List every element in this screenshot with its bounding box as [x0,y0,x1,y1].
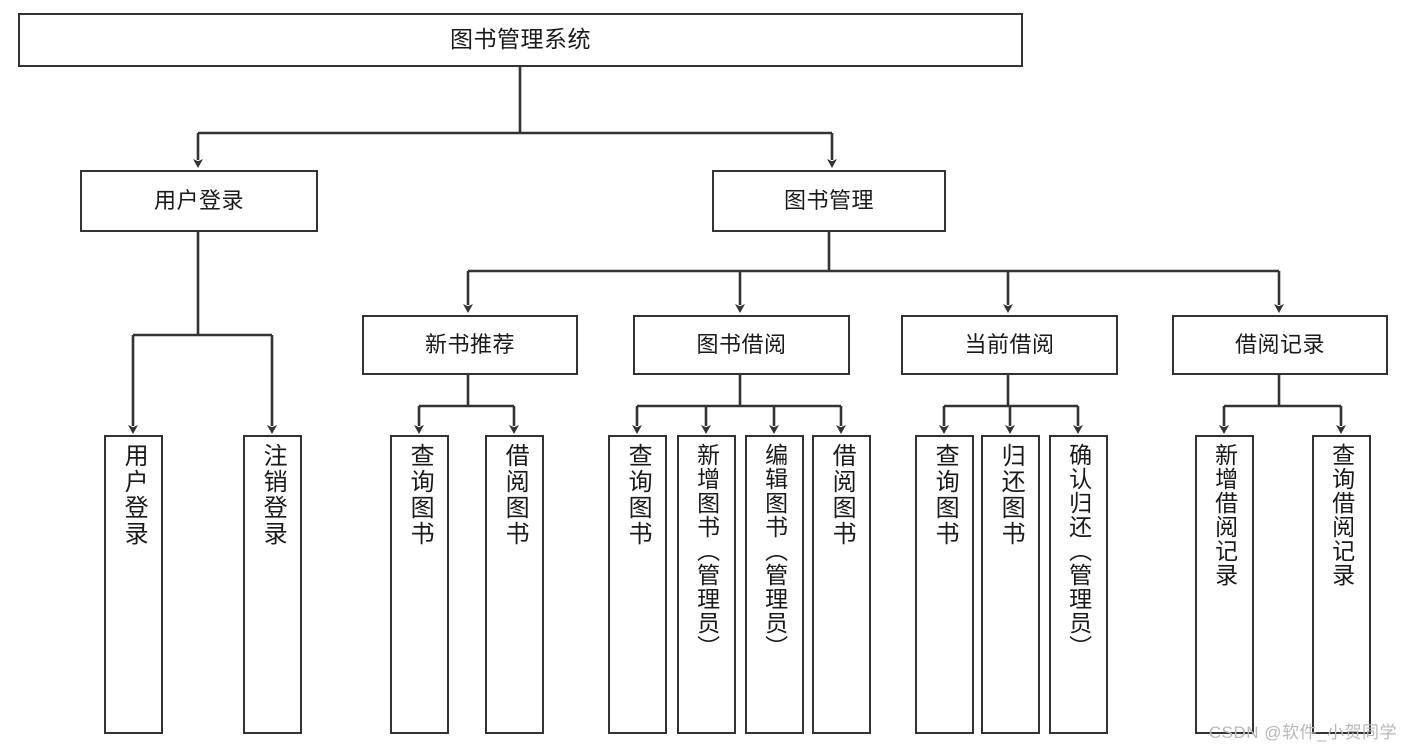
node-leaf-query-book-2[interactable]: 查询图书 [608,435,667,734]
node-leaf-add-book[interactable]: 新增图书（管理员） [677,435,736,734]
node-user-login-label: 用户登录 [153,187,244,213]
node-book-manage[interactable]: 图书管理 [712,170,946,232]
node-leaf-query-book-3-label: 查询图书 [931,443,959,547]
node-root-label: 图书管理系统 [450,26,591,53]
node-leaf-query-book-3[interactable]: 查询图书 [915,435,974,734]
node-leaf-borrow-book-1-label: 借阅图书 [501,443,529,547]
node-book-borrow-label: 图书借阅 [696,331,787,357]
node-leaf-user-login[interactable]: 用户登录 [104,435,163,734]
node-borrow-record[interactable]: 借阅记录 [1172,315,1388,375]
node-leaf-return-book-label: 归还图书 [997,443,1025,547]
watermark: CSDN @软件_小贺同学 [1208,723,1397,742]
node-leaf-edit-book-label: 编辑图书（管理员） [761,443,788,659]
node-leaf-add-book-label: 新增图书（管理员） [693,443,720,659]
node-current-borrow-label: 当前借阅 [964,331,1055,357]
node-leaf-borrow-book-1[interactable]: 借阅图书 [485,435,544,734]
node-new-book-recommend[interactable]: 新书推荐 [362,315,578,375]
node-leaf-query-record[interactable]: 查询借阅记录 [1312,435,1371,734]
node-current-borrow[interactable]: 当前借阅 [901,315,1118,375]
node-leaf-confirm-return-label: 确认归还（管理员） [1065,443,1092,659]
node-leaf-logout[interactable]: 注销登录 [243,435,302,734]
node-book-borrow[interactable]: 图书借阅 [633,315,850,375]
node-leaf-borrow-book-2-label: 借阅图书 [828,443,856,547]
node-borrow-record-label: 借阅记录 [1234,331,1325,357]
node-leaf-query-book-1-label: 查询图书 [406,443,434,547]
node-leaf-return-book[interactable]: 归还图书 [981,435,1040,734]
node-leaf-confirm-return[interactable]: 确认归还（管理员） [1049,435,1108,734]
node-leaf-logout-label: 注销登录 [259,443,287,547]
node-leaf-add-record[interactable]: 新增借阅记录 [1195,435,1254,734]
node-leaf-edit-book[interactable]: 编辑图书（管理员） [745,435,804,734]
node-leaf-query-book-1[interactable]: 查询图书 [390,435,449,734]
node-leaf-add-record-label: 新增借阅记录 [1211,443,1238,587]
node-root[interactable]: 图书管理系统 [18,13,1023,67]
node-leaf-borrow-book-2[interactable]: 借阅图书 [812,435,871,734]
node-leaf-user-login-label: 用户登录 [120,443,148,547]
node-book-manage-label: 图书管理 [783,187,874,213]
node-user-login[interactable]: 用户登录 [80,170,318,232]
node-leaf-query-record-label: 查询借阅记录 [1328,443,1355,587]
node-leaf-query-book-2-label: 查询图书 [624,443,652,547]
node-new-book-recommend-label: 新书推荐 [424,331,515,357]
